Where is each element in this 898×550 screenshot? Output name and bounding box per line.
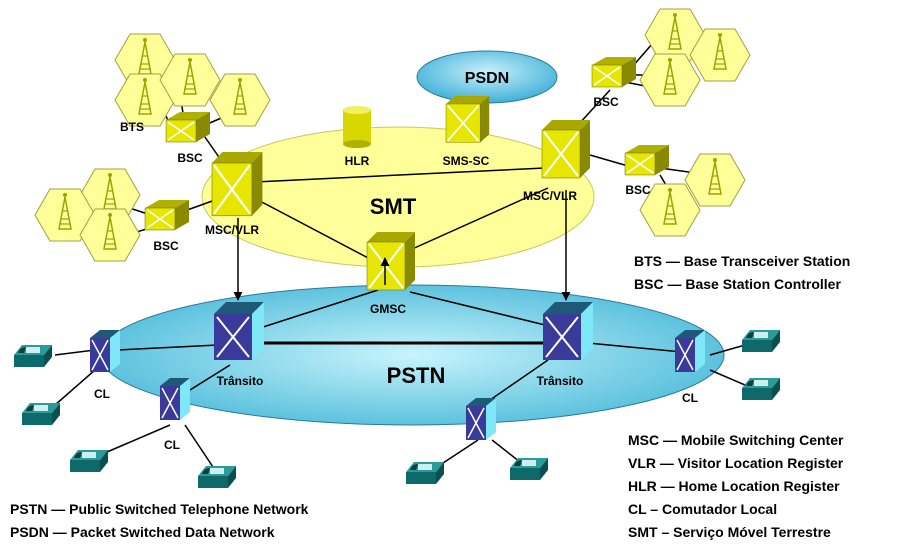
- phone-icon: [22, 403, 60, 425]
- pstn-ellipse: [99, 284, 725, 426]
- hlr-label: HLR: [345, 154, 370, 168]
- msc-vlr-right-switch: [541, 119, 591, 179]
- phone-icon: [510, 458, 548, 480]
- bts-cells-left: [34, 168, 141, 262]
- hlr-database-icon: [343, 106, 371, 148]
- pstn-label: PSTN: [387, 363, 446, 388]
- connection-lines: [54, 34, 746, 471]
- gmsc-label: GMSC: [370, 302, 406, 316]
- legend-item: VLR — Visitor Location Register: [628, 455, 844, 471]
- bsc-top-right: [591, 56, 637, 88]
- smt-label: SMT: [370, 194, 417, 219]
- bsc-top-left: [165, 111, 211, 143]
- legend-right-bottom: MSC — Mobile Switching Center VLR — Visi…: [628, 429, 843, 544]
- phone-icon: [742, 330, 780, 352]
- legend-item: PSTN — Public Switched Telephone Network: [10, 501, 309, 517]
- gmsc-switch: [366, 231, 416, 291]
- legend-item: BTS — Base Transceiver Station: [634, 253, 851, 269]
- legend-item: HLR — Home Location Register: [628, 478, 840, 494]
- bsc-label-left: BSC: [153, 239, 179, 253]
- transito-left-label: Trânsito: [217, 374, 264, 388]
- legend-item: MSC — Mobile Switching Center: [628, 432, 844, 448]
- cl-left-switch: [89, 329, 121, 373]
- legend-item: BSC — Base Station Controller: [634, 276, 841, 292]
- msc-vlr-right-label: MSC/VLR: [523, 189, 577, 203]
- legend-item: PSDN — Packet Switched Data Network: [10, 524, 275, 540]
- transito-right-switch: [542, 301, 594, 361]
- msc-vlr-left-label: MSC/VLR: [205, 223, 259, 237]
- bts-cells-top-right: [639, 8, 751, 107]
- phone-icon: [742, 378, 780, 400]
- cl-bottom-switch: [465, 397, 497, 441]
- legend-left-bottom: PSTN — Public Switched Telephone Network…: [10, 498, 308, 544]
- legend-item: SMT – Serviço Móvel Terrestre: [628, 524, 831, 540]
- cl-right-label: CL: [682, 391, 698, 405]
- bsc-right: [624, 144, 670, 176]
- bsc-left: [144, 199, 190, 231]
- msc-vlr-left-switch: [210, 150, 264, 217]
- sms-sc-label: SMS-SC: [443, 154, 490, 168]
- bts-label: BTS: [120, 120, 144, 134]
- transito-left-switch: [213, 301, 265, 361]
- bsc-label-right: BSC: [625, 183, 651, 197]
- cl-bottom-left-switch: [159, 377, 191, 421]
- transito-right-label: Trânsito: [537, 374, 584, 388]
- cl-bottom-left-label: CL: [164, 438, 180, 452]
- cl-left-label: CL: [94, 387, 110, 401]
- phone-icon: [406, 462, 444, 484]
- legend-item: CL – Comutador Local: [628, 501, 778, 517]
- bsc-label-top-right: BSC: [593, 95, 619, 109]
- phone-icon: [198, 466, 236, 488]
- legend-right-top: BTS — Base Transceiver Station BSC — Bas…: [634, 250, 850, 296]
- phone-icon: [70, 450, 108, 472]
- psdn-label: PSDN: [465, 70, 509, 87]
- phone-icon: [14, 345, 52, 367]
- bsc-label-top-left: BSC: [177, 151, 203, 165]
- sms-sc-switch: [445, 95, 491, 144]
- cl-right-switch: [674, 329, 706, 373]
